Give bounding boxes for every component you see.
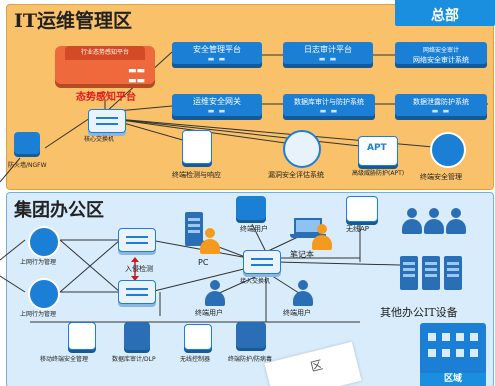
data-leak-label: 数据泄露防护系统 — [413, 98, 469, 106]
access-switch-icon — [243, 250, 281, 274]
situation-awareness-platform: 行业态势感知平台 ▬▬▬▬ — [55, 46, 155, 86]
log-audit-label: 日志审计平台 — [304, 45, 352, 54]
ops-gateway-label: 运维安全网关 — [193, 97, 241, 106]
db-dlp-label: 数据库审计/DLP — [112, 356, 156, 363]
pc-tower-icon — [185, 212, 203, 246]
office-zone-title: 集团办公区 — [14, 200, 104, 221]
mobile-security-label: 移动终端安全管理 — [40, 356, 89, 363]
behavior-mgmt-2-icon — [28, 278, 60, 310]
endpoint-security-mgmt-icon — [430, 132, 466, 168]
pc-label: PC — [198, 258, 209, 267]
security-mgmt-platform: 安全管理平台 ▬ ▬ — [172, 42, 262, 64]
office-staff-icon — [424, 208, 444, 234]
laptop-user-icon — [312, 224, 332, 250]
apt-screen-label: APT — [367, 143, 387, 153]
db-audit-platform: 数据库审计与防护系统 ▬ ▬ — [283, 94, 375, 116]
firewall-label: 防火墙/NGFW — [8, 162, 47, 169]
wireless-controller-icon — [184, 324, 212, 350]
region-building-icon — [420, 323, 486, 375]
behavior-mgmt-1-icon — [28, 226, 60, 258]
platform-bars-icon: ▬ ▬ — [207, 55, 227, 63]
wireless-ap-label: 无线AP — [346, 225, 370, 233]
office-staff-icon — [446, 208, 466, 234]
core-switch-icon — [88, 109, 126, 133]
wireless-ap-icon — [346, 196, 378, 222]
access-switch-label: 接入交换机 — [240, 278, 271, 285]
apt-label: 高级威胁防护(APT) — [352, 170, 405, 177]
server-bars-icon: ▬▬▬▬ — [127, 66, 145, 86]
behavior-mgmt-2-label: 上网行为管理 — [20, 311, 57, 318]
office-switch-1-icon — [118, 228, 156, 252]
region-badge: 区域 — [420, 373, 486, 386]
hq-badge-line2: 总部 — [431, 8, 459, 24]
office-server-icon — [422, 256, 440, 290]
log-audit-platform: 日志审计平台 ▬ ▬ — [283, 42, 373, 64]
camera-icon — [236, 196, 266, 220]
office-staff-icon — [402, 208, 422, 234]
data-leak-platform: 数据泄露防护系统 ▬ ▬ — [395, 94, 487, 116]
platform-bars-icon: ▬ ▬ — [318, 55, 338, 63]
situation-awareness-top-label: 行业态势感知平台 — [65, 46, 145, 60]
mobile-security-icon — [68, 322, 96, 350]
endpoint-security-mgmt-label: 终端安全管理 — [420, 173, 462, 181]
behavior-mgmt-1-label: 上网行为管理 — [20, 259, 57, 266]
vuln-scan-label: 漏洞安全评估系统 — [268, 171, 324, 179]
endpoint-user-2-icon — [293, 280, 313, 306]
office-switch-2-icon — [118, 280, 156, 304]
paper-watermark-text: 区 — [309, 357, 325, 375]
pc-user-icon — [200, 228, 220, 254]
platform-bars-icon: ▬ ▬ — [207, 107, 227, 115]
security-mgmt-label: 安全管理平台 — [193, 45, 241, 54]
ops-gateway-platform: 运维安全网关 ▬ ▬ — [172, 94, 262, 116]
endpoint-user-2-label: 终端用户 — [283, 309, 311, 317]
db-audit-label: 数据库审计与防护系统 — [294, 98, 364, 106]
endpoint-1-label: 终端用户 — [240, 225, 268, 233]
hq-badge: 总部 — [395, 0, 495, 26]
core-switch-label: 核心交换机 — [84, 136, 115, 143]
situation-awareness-label: 态势感知平台 — [76, 92, 136, 103]
laptop-label: 笔记本 — [290, 250, 314, 259]
ids-label: 入侵检测 — [125, 265, 153, 273]
platform-bars-icon: ▬ ▬ — [319, 107, 339, 115]
office-server-icon — [400, 256, 418, 290]
platform-bars-icon: ▬ ▬ — [431, 107, 451, 115]
terminal-detect-icon — [182, 130, 212, 164]
network-audit-top-label: 网络安全审计 — [422, 47, 459, 54]
other-devices-label: 其他办公IT设备 — [380, 306, 458, 319]
office-server-icon — [444, 256, 462, 290]
network-audit-platform: 网络安全审计 网络安全审计系统 — [395, 42, 487, 64]
endpoint-user-1-label: 终端用户 — [195, 309, 223, 317]
endpoint-user-1-icon — [205, 280, 225, 306]
db-dlp-icon — [124, 322, 150, 350]
endpoint-protection-label: 终端防护/防病毒 — [228, 356, 273, 363]
apt-icon: APT — [358, 136, 398, 166]
terminal-detect-label: 终端检测与响应 — [172, 171, 221, 179]
endpoint-protection-icon — [236, 322, 266, 348]
wireless-controller-label: 无线控制器 — [180, 356, 211, 363]
it-zone-title: IT运维管理区 — [14, 10, 133, 32]
firewall-icon — [14, 132, 40, 154]
vuln-scan-icon — [283, 130, 321, 168]
network-audit-label: 网络安全审计系统 — [413, 56, 469, 64]
